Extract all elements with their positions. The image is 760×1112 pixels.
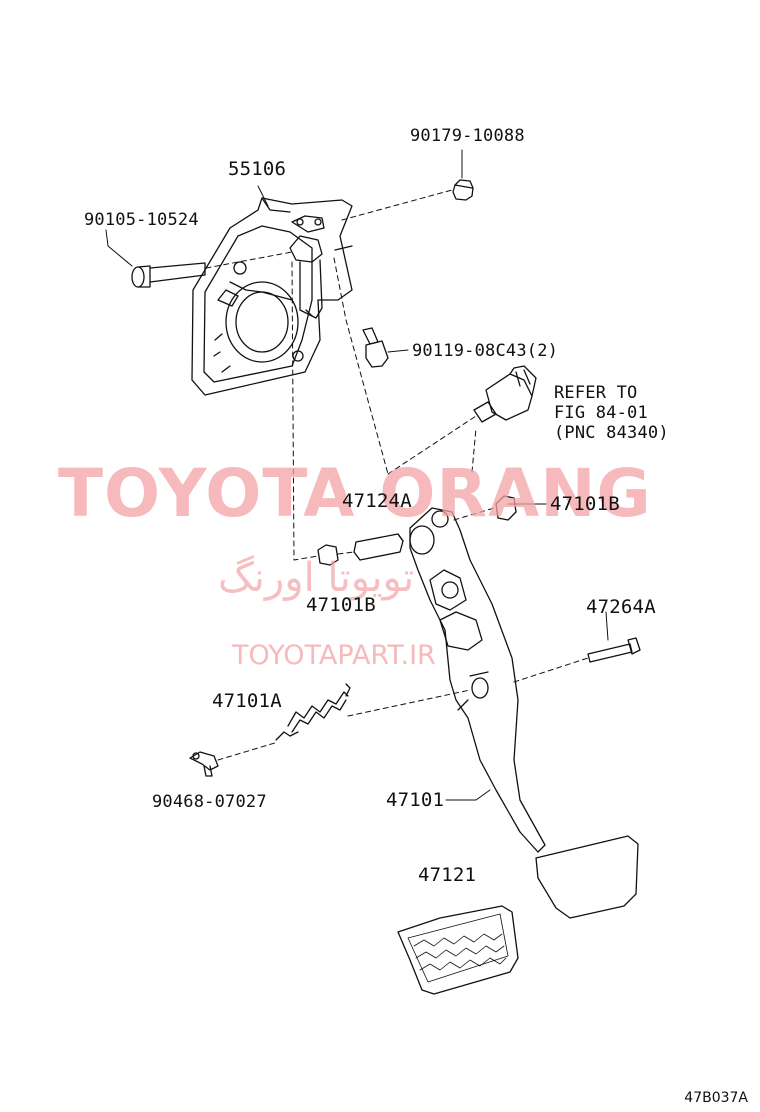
bolt-90119	[362, 327, 389, 368]
label-47101b-top: 47101B	[550, 493, 620, 515]
leader-lines	[105, 149, 609, 801]
collar-47124a	[353, 533, 404, 561]
label-refer-fig: FIG 84-01	[554, 403, 648, 423]
watermark-main: TOYOTA ORANG	[58, 455, 652, 532]
label-47101b-left: 47101B	[306, 594, 376, 616]
label-refer-to: REFER TO	[554, 383, 638, 403]
label-90105-10524: 90105-10524	[84, 210, 199, 230]
watermark-persian: تویوتا اورنگ	[218, 555, 415, 601]
clip-90468	[189, 751, 219, 777]
bushing-47101b-right	[495, 495, 517, 521]
diagram-code: 47B037A	[684, 1090, 748, 1106]
stop-lamp-switch	[473, 365, 537, 423]
label-47124a: 47124A	[342, 490, 412, 512]
label-47264a: 47264A	[586, 596, 656, 618]
pedal-bracket	[191, 197, 353, 396]
brake-pedal-arm	[409, 507, 546, 853]
dashed-lines	[205, 189, 589, 761]
label-90468-07027: 90468-07027	[152, 792, 267, 812]
pin-47264a	[587, 637, 641, 663]
label-refer-pnc: (PNC 84340)	[554, 423, 669, 443]
label-90179-10088: 90179-10088	[410, 126, 525, 146]
spring-47101a	[275, 683, 351, 741]
label-47121: 47121	[418, 864, 477, 886]
pedal-pad	[535, 835, 639, 919]
label-47101a: 47101A	[212, 690, 282, 712]
pad-cover-47121	[397, 905, 519, 995]
bolt-90105	[131, 262, 206, 288]
label-47101: 47101	[386, 789, 445, 811]
bushing-47101b-left	[317, 544, 339, 566]
watermark-site: TOYOTAPART.IR	[232, 640, 436, 671]
label-55106: 55106	[228, 158, 287, 180]
nut-90179	[452, 179, 474, 201]
label-90119-08c43: 90119-08C43(2)	[412, 341, 559, 361]
